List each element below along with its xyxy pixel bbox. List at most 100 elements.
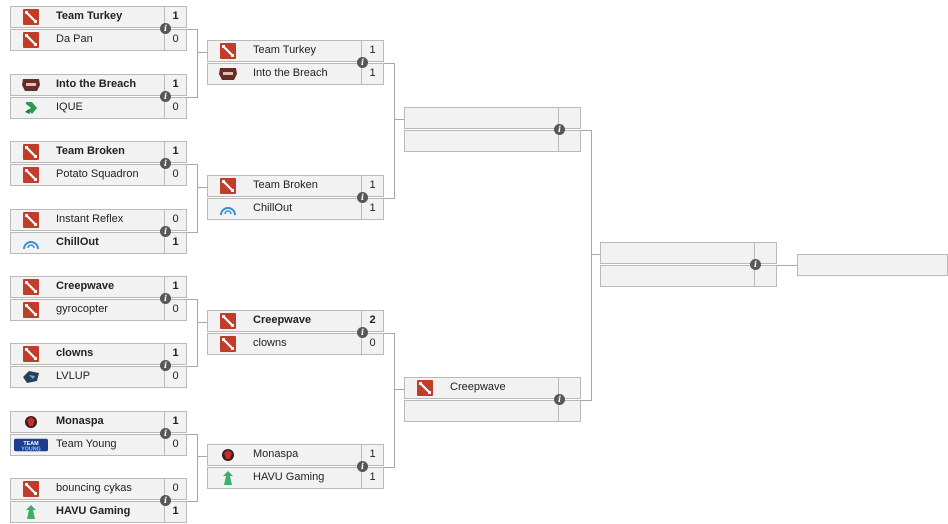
bracket-connector-line [384,198,394,199]
empty-logo-slot [604,268,638,284]
bracket-connector-line [197,29,198,98]
match-info-icon[interactable]: i [357,192,368,203]
match-info-icon[interactable]: i [160,360,171,371]
match-info-icon[interactable]: i [160,428,171,439]
team-name: Monaspa [253,448,299,460]
team-score: 0 [164,434,186,456]
dota2-icon [14,212,48,228]
dota2-icon [14,279,48,295]
team-slot[interactable]: ChillOut 1 [10,232,187,254]
match-info-icon[interactable]: i [160,158,171,169]
team-slot[interactable] [404,107,581,129]
team-score: 1 [164,232,186,254]
team-name: Creepwave [56,280,115,292]
round4-match[interactable] [600,242,777,288]
final-match[interactable] [797,254,948,277]
match-info-icon[interactable]: i [357,461,368,472]
team-score: 1 [361,444,383,466]
match-info-icon[interactable]: i [357,57,368,68]
team-score: 1 [164,411,186,433]
team-score: 1 [361,175,383,197]
empty-logo-slot [408,403,442,419]
monaspa-logo-icon [14,414,48,430]
bracket-connector-line [591,130,592,401]
match-info-icon[interactable]: i [160,91,171,102]
team-name: Team Turkey [253,44,316,56]
bracket-connector-line [187,232,197,233]
team-score: 2 [361,310,383,332]
team-slot[interactable] [600,265,777,287]
chillout-logo-icon [211,201,245,217]
dota2-icon [211,178,245,194]
team-score [754,242,776,264]
team-slot[interactable] [600,242,777,264]
bracket-connector-line [581,400,591,401]
team-score: 0 [164,478,186,500]
breach-logo-icon [211,66,245,82]
round3-match[interactable]: Creepwave [404,377,581,423]
match-info-icon[interactable]: i [160,226,171,237]
match-info-icon[interactable]: i [160,23,171,34]
match-info-icon[interactable]: i [750,259,761,270]
dota2-icon [14,302,48,318]
match-info-icon[interactable]: i [160,293,171,304]
match-info-icon[interactable]: i [554,124,565,135]
team-slot[interactable] [797,254,948,276]
team-score: 0 [164,299,186,321]
match-info-icon[interactable]: i [554,394,565,405]
bracket-connector-line [197,434,198,502]
team-score: 1 [361,467,383,489]
match-info-icon[interactable]: i [160,495,171,506]
team-score: 1 [164,141,186,163]
team-slot[interactable] [404,400,581,422]
bracket-connector-line [384,467,394,468]
match-info-icon[interactable]: i [357,327,368,338]
team-slot[interactable]: Creepwave [404,377,581,399]
bracket-connector-line [197,456,207,457]
team-name: ChillOut [56,236,99,248]
round3-match[interactable] [404,107,581,153]
team-score: 0 [164,366,186,388]
team-score: 0 [361,333,383,355]
dota2-icon [211,336,245,352]
team-name: Team Turkey [56,10,123,22]
havu-logo-icon [211,470,245,486]
team-slot[interactable]: Monaspa 1 [207,444,384,466]
team-score: 1 [164,74,186,96]
team-slot[interactable] [404,130,581,152]
